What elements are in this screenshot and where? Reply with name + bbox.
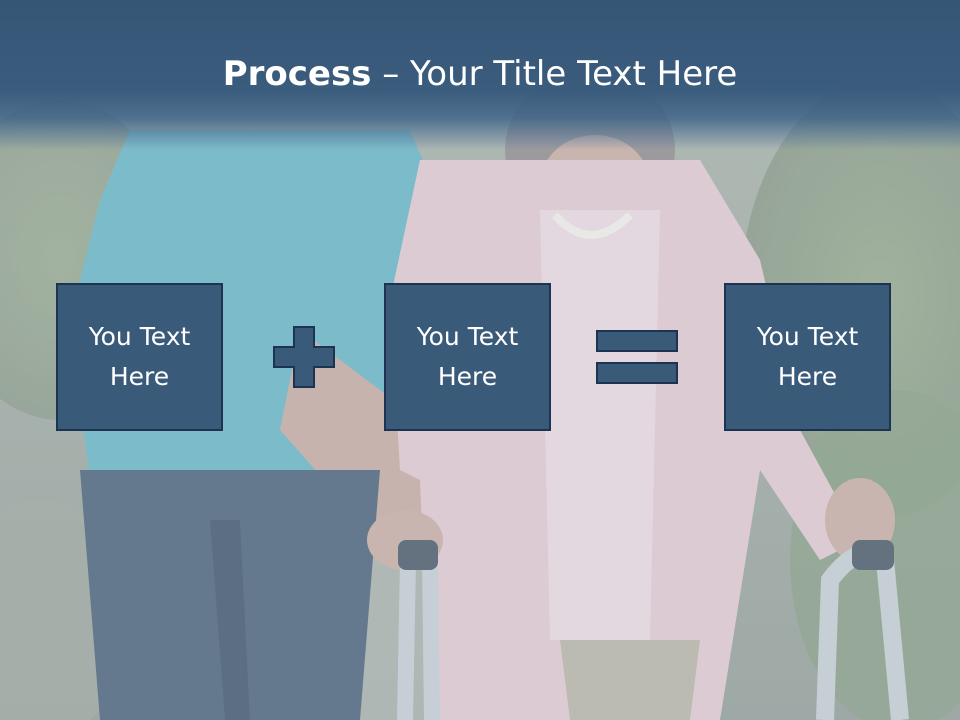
- process-box-2-text: You Text Here: [416, 322, 519, 391]
- slide-title-rest: – Your Title Text Here: [371, 54, 738, 94]
- process-box-3: You Text Here: [724, 283, 891, 431]
- process-box-2: You Text Here: [384, 283, 551, 431]
- process-box-1-text: You Text Here: [88, 322, 191, 391]
- plus-icon: [273, 326, 335, 388]
- title-band: [0, 0, 960, 150]
- process-box-1: You Text Here: [56, 283, 223, 431]
- process-box-3-text: You Text Here: [756, 322, 859, 391]
- equals-icon: [596, 330, 678, 384]
- slide-title-bold: Process: [222, 54, 372, 94]
- slide-title: Process – Your Title Text Here: [0, 52, 960, 96]
